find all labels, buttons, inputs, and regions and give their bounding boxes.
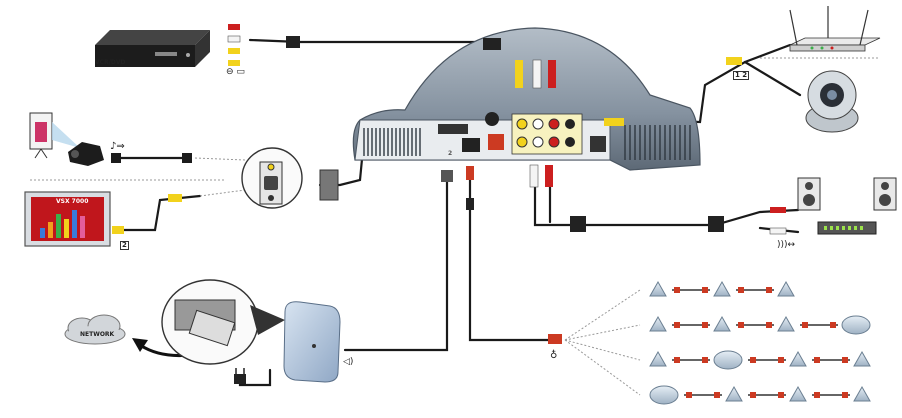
mic-cable-plug xyxy=(778,392,784,398)
network-cable xyxy=(343,178,449,352)
mic-plug xyxy=(466,166,474,180)
mic-cable-plug xyxy=(802,322,808,328)
audio-out-icon: )))↔ xyxy=(777,240,796,250)
microphone-pod-icon xyxy=(713,280,731,297)
mic-cable-plug xyxy=(674,287,680,293)
mic-cable-plug xyxy=(766,322,772,328)
hub-unit xyxy=(352,27,701,171)
subwoofer-icon xyxy=(283,301,341,383)
microphone-array xyxy=(649,280,871,405)
vga-callout-icon xyxy=(241,147,339,209)
microphone-pod-icon xyxy=(853,385,871,402)
mic-cable-plug xyxy=(778,357,784,363)
mic-cable-plug xyxy=(674,357,680,363)
mic-cable-plug xyxy=(750,392,756,398)
microphone-icon: ♁ xyxy=(550,350,558,361)
vcr-rca-plugs xyxy=(227,24,556,89)
mic-cable-plug xyxy=(766,287,772,293)
mic-cable xyxy=(468,168,557,342)
monitor-cable xyxy=(116,194,202,232)
mic-splitter xyxy=(548,334,562,344)
microphone-pod-icon xyxy=(789,350,807,367)
mic-cable-plug xyxy=(702,357,708,363)
projector-plug xyxy=(111,153,121,163)
camera-plug xyxy=(726,57,742,65)
subwoofer-mic-pod-icon xyxy=(841,315,871,335)
microphone-pod-icon xyxy=(649,315,667,332)
mic-cable-plug xyxy=(842,357,848,363)
monitor-icon xyxy=(24,191,111,247)
audio-rca-plugs xyxy=(529,164,787,235)
callout-lines xyxy=(30,57,880,396)
network-cloud-icon xyxy=(64,314,126,345)
projector-screen-icon xyxy=(29,112,80,159)
mic-cable-plug xyxy=(830,322,836,328)
mic-cable-plug xyxy=(738,322,744,328)
camera-icon xyxy=(805,70,859,133)
microphone-pod-icon xyxy=(713,315,731,332)
mic-cable-plug xyxy=(702,287,708,293)
subwoofer-mic-pod-icon xyxy=(713,350,743,370)
speaker-icon xyxy=(797,177,897,211)
router-icon xyxy=(789,6,881,52)
subwoofer-callout xyxy=(161,279,285,365)
mixer-icon xyxy=(817,221,877,235)
mic-cable-plug xyxy=(814,357,820,363)
mic-ferrite xyxy=(466,198,474,210)
microphone-pod-icon xyxy=(789,385,807,402)
camera-number: 1 2 xyxy=(733,71,750,80)
microphone-pod-icon xyxy=(853,350,871,367)
mic-cable-plug xyxy=(686,392,692,398)
network-plug xyxy=(441,170,453,182)
mic-cable-plug xyxy=(702,322,708,328)
network-label: NETWORK xyxy=(80,331,115,338)
mic-cable-plug xyxy=(842,392,848,398)
projector-audio-icon: ♪⇒ xyxy=(110,141,125,152)
mic-cable-plug xyxy=(738,287,744,293)
mic-cable-plug xyxy=(814,392,820,398)
microphone-pod-icon xyxy=(649,350,667,367)
audio-out-cable xyxy=(533,173,800,227)
rear-panel-number: 2 xyxy=(448,150,453,157)
monitor-plug-end xyxy=(168,194,182,202)
mic-cable-plug xyxy=(714,392,720,398)
monitor-title: VSX 7000 xyxy=(56,198,89,205)
vcr-label: VCR/DVD xyxy=(95,59,126,66)
vcr-icon xyxy=(95,30,210,67)
subwoofer-speaker-icon: ◁) xyxy=(343,357,354,367)
monitor-plug xyxy=(112,226,124,234)
power-plug-icon xyxy=(234,368,246,384)
microphone-pod-icon xyxy=(649,280,667,297)
microphone-pod-icon xyxy=(725,385,743,402)
microphone-pod-icon xyxy=(777,315,795,332)
monitor-number: 2 xyxy=(120,241,129,250)
mic-cable-plug xyxy=(750,357,756,363)
subwoofer-mic-pod-icon xyxy=(649,385,679,405)
mic-cable-plug xyxy=(674,322,680,328)
projector-icon xyxy=(68,142,104,166)
vcr-input-icon: ⊖ ▭ xyxy=(226,67,245,77)
microphone-pod-icon xyxy=(777,280,795,297)
projector-plug-end xyxy=(182,153,192,163)
